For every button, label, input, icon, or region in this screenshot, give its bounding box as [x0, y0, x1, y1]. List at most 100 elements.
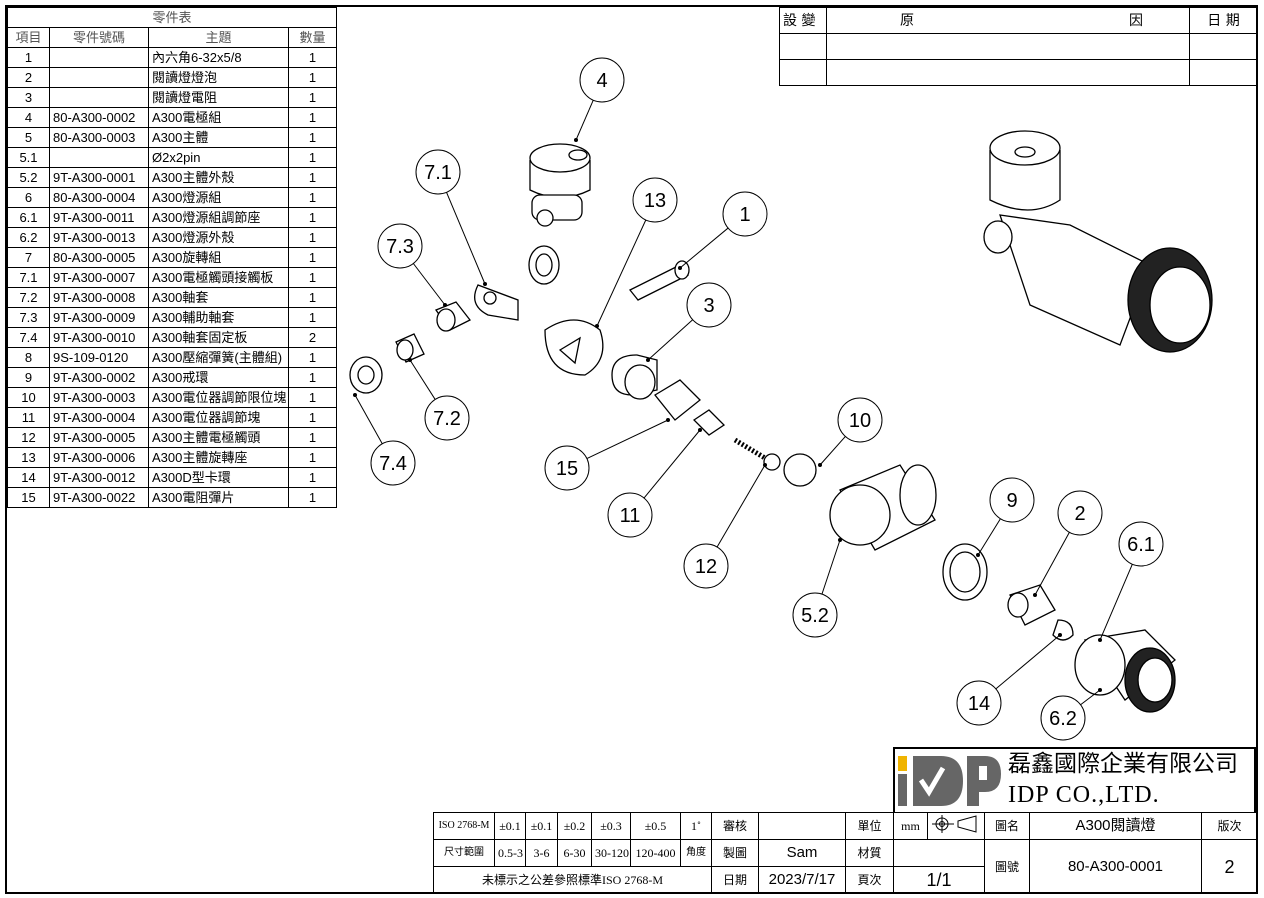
balloon-label: 12 — [695, 556, 717, 578]
bom-description: A300電極組 — [148, 107, 289, 128]
bom-description: A300軸套固定板 — [148, 327, 289, 348]
leader-line — [821, 539, 841, 595]
leader-line — [679, 227, 729, 269]
company-logo-block — [893, 747, 1256, 813]
balloon-label: 9 — [1006, 490, 1017, 512]
balloon-7-3: 7.3 — [377, 223, 447, 307]
assembled-view — [983, 130, 1213, 353]
projection-symbol-icon — [927, 812, 985, 840]
bom-description: A300主體 — [148, 127, 289, 148]
bom-quantity: 2 — [287, 327, 338, 348]
balloon-10: 10 — [818, 397, 883, 467]
leader-arrow — [818, 463, 822, 467]
bom-description: A300燈源組調節座 — [148, 207, 289, 228]
part-10-stop — [783, 453, 817, 487]
range-value: 0.5-3 — [494, 839, 526, 867]
balloon-circle — [1118, 521, 1164, 567]
leader-arrow — [1098, 688, 1102, 692]
leader-arrow — [408, 358, 412, 362]
balloon-label: 6.1 — [1127, 534, 1155, 556]
rev-header-reason: 原因 — [826, 7, 1190, 34]
bom-item-no: 7.2 — [7, 287, 50, 308]
tol-standard: ISO 2768-M — [433, 812, 495, 840]
leader-line — [977, 518, 1001, 556]
bom-column-header: 項目 — [7, 27, 50, 48]
part-8-spring — [733, 437, 767, 461]
leader-line — [446, 192, 486, 285]
balloon-1: 1 — [678, 191, 768, 270]
bom-description: A300主體外殼 — [148, 167, 289, 188]
leader-arrow — [1098, 638, 1102, 642]
bom-item-no: 7.1 — [7, 267, 50, 288]
bom-item-no: 5.2 — [7, 167, 50, 188]
bom-quantity: 1 — [287, 127, 338, 148]
leader-line — [354, 394, 383, 445]
balloon-label: 7.1 — [424, 162, 452, 184]
leader-line — [643, 429, 701, 499]
tol-angle: 1˚ — [680, 812, 712, 840]
leader-arrow — [678, 266, 682, 270]
balloon-label: 3 — [703, 295, 714, 317]
balloon-circle — [837, 397, 883, 443]
leader-arrow — [976, 553, 980, 557]
tol-value: ±0.1 — [525, 812, 558, 840]
rev-header-change: 設 變 — [779, 7, 827, 34]
balloon-circle — [632, 177, 678, 223]
leader-line — [819, 436, 846, 466]
balloon-7-1: 7.1 — [415, 149, 487, 286]
bom-column-header: 數量 — [287, 27, 338, 48]
balloon-7-4: 7.4 — [353, 393, 416, 486]
balloon-circle — [792, 592, 838, 638]
balloon-circle — [956, 680, 1002, 726]
leader-line — [575, 99, 594, 141]
bom-quantity: 1 — [287, 427, 338, 448]
leader-line — [596, 219, 647, 327]
bom-part-number: 9T-A300-0012 — [49, 467, 149, 488]
bom-part-number: 9T-A300-0013 — [49, 227, 149, 248]
bom-item-no: 6.2 — [7, 227, 50, 248]
rev-header-reason-1: 原 — [900, 12, 914, 29]
balloon-6-1: 6.1 — [1098, 521, 1164, 642]
part-14-clip — [1052, 619, 1074, 641]
balloon-5-2: 5.2 — [792, 538, 842, 638]
tol-value: ±0.3 — [591, 812, 631, 840]
bom-description: A300輔助軸套 — [148, 307, 289, 328]
reviewer-value — [758, 812, 846, 840]
balloon-circle — [686, 282, 732, 328]
angle-label: 角度 — [680, 839, 712, 867]
drawing-name-label: 圖名 — [984, 812, 1030, 840]
company-names: 磊鑫國際企業有限公司 IDP CO.,LTD. — [1008, 749, 1254, 811]
balloon-4: 4 — [574, 57, 625, 142]
leader-arrow — [698, 428, 702, 432]
bom-part-number: 80-A300-0004 — [49, 187, 149, 208]
leader-arrow — [574, 138, 578, 142]
title-block: ISO 2768-M ±0.1 ±0.1 ±0.2 ±0.3 ±0.5 1˚ 審… — [433, 812, 1258, 894]
idp-logo — [898, 756, 1001, 806]
balloon-circle — [370, 440, 416, 486]
tol-value: ±0.2 — [557, 812, 592, 840]
part-12-contact — [763, 453, 781, 471]
bom-description: A300主體電極觸頭 — [148, 427, 289, 448]
balloon-circle — [377, 223, 423, 269]
rev-header-date: 日 期 — [1189, 7, 1258, 34]
balloon-circle — [415, 149, 461, 195]
reviewer-label: 審核 — [711, 812, 759, 840]
balloon-circle — [424, 395, 470, 441]
leader-line — [586, 419, 669, 460]
leader-arrow — [646, 358, 650, 362]
balloon-13: 13 — [595, 177, 678, 328]
rev-header-reason-2: 因 — [1129, 12, 1143, 29]
balloon-14: 14 — [956, 633, 1062, 726]
bom-part-number: 9T-A300-0009 — [49, 307, 149, 328]
